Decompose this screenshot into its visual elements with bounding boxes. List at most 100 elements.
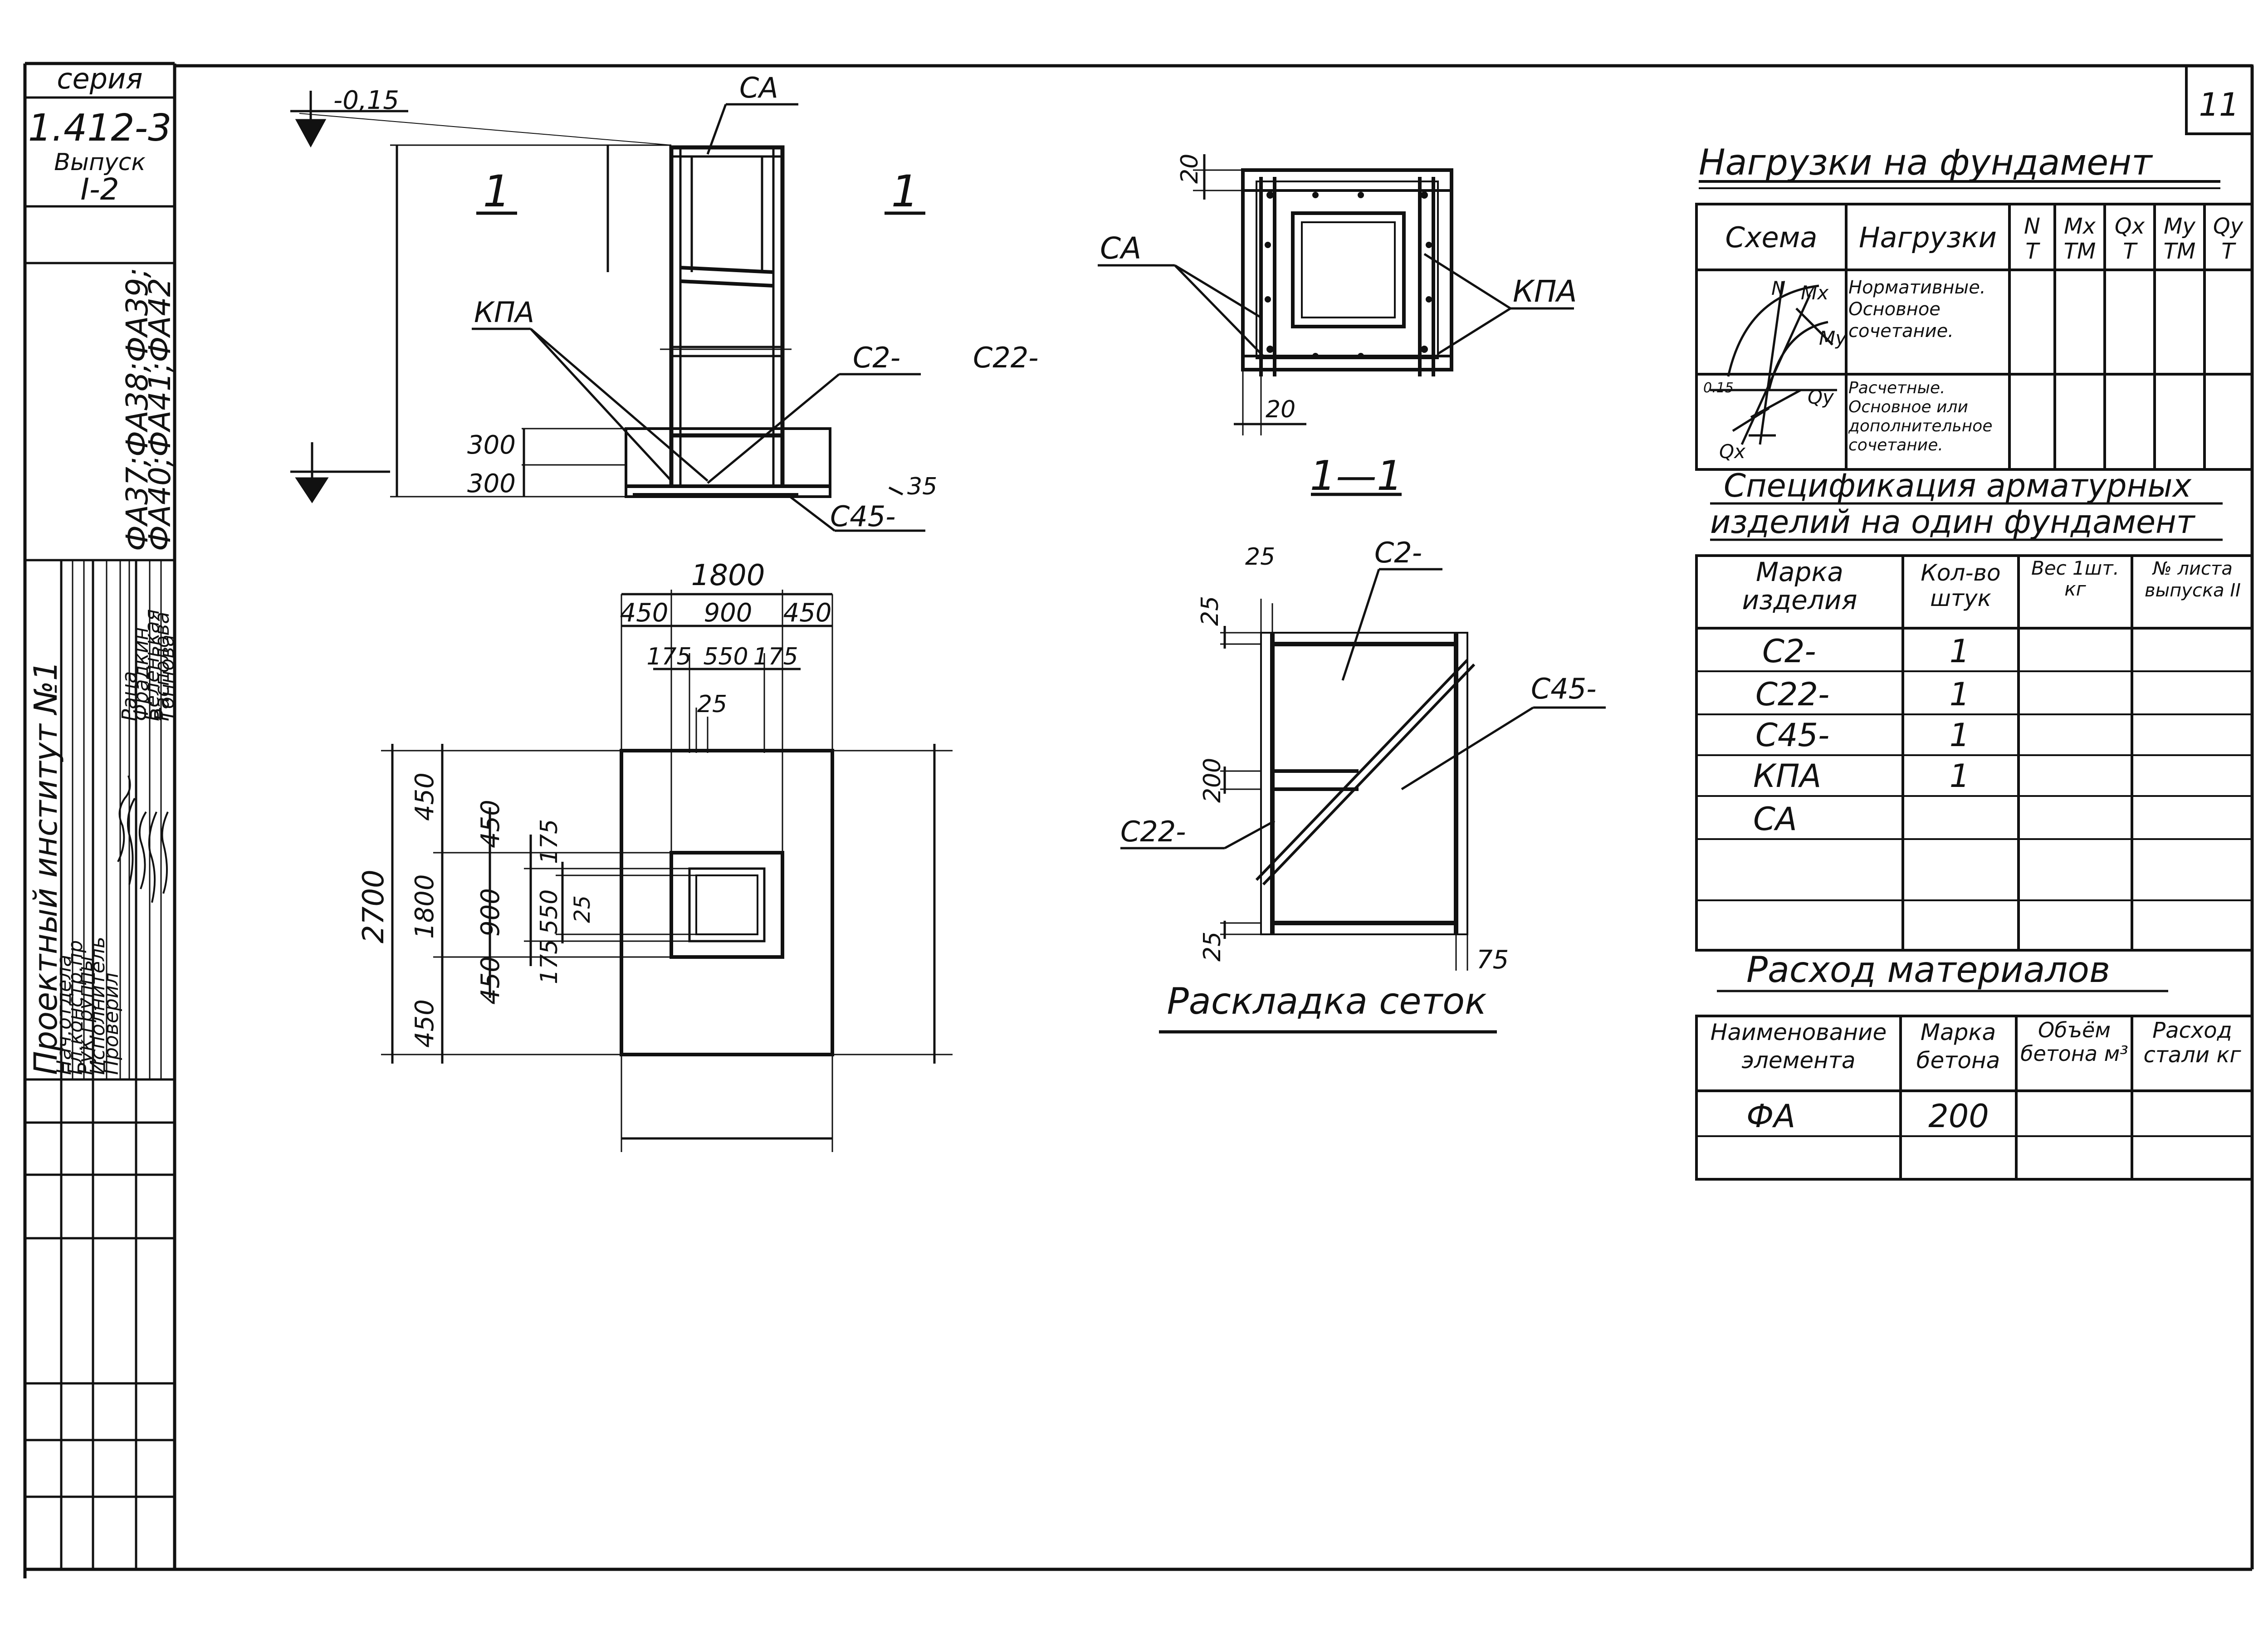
stamp-role: Рук.группы xyxy=(74,956,97,1075)
marks-line1: ФА37;ФА38;ФА39; xyxy=(120,268,155,551)
spec-header-sheet-cell: № листа выпуска II xyxy=(2145,558,2241,601)
stamp-name: Фрадкин xyxy=(130,627,153,721)
dim-1800-top: 1800 xyxy=(691,559,765,592)
dim-top2-550: 550 xyxy=(703,643,748,670)
spec-header-qty: Кол-во штук xyxy=(1921,560,2001,611)
spec-table: Спецификация арматурных изделий на один … xyxy=(1695,467,2253,952)
dim-300-top: 300 xyxy=(467,430,516,460)
dim-top2-175-right: 175 xyxy=(753,643,798,670)
mesh-layout-title: Раскладка сеток xyxy=(1167,980,1487,1022)
scheme-label-level: 0.15 xyxy=(1703,380,1734,396)
dim-200: 200 xyxy=(1199,758,1226,803)
loads-header-qx: Qx xyxy=(2115,214,2145,239)
scheme-label-mx: Mx xyxy=(1801,282,1829,304)
materials-header-name: Наименование элемента xyxy=(1710,1019,1887,1074)
spec-row-qty: 1 xyxy=(1950,717,1970,754)
sheet-number: 11 xyxy=(2199,86,2239,123)
cut-label-left: 1 xyxy=(483,166,510,217)
stamp-name: Располова xyxy=(151,612,174,721)
loads-row1: Нормативные. Основное сочетание. xyxy=(1848,277,1986,342)
materials-row-name: ФА xyxy=(1746,1098,1795,1135)
spec-row-mark: С45- xyxy=(1755,717,1829,754)
dim-top-450-right: 450 xyxy=(783,598,832,628)
dim-top-900: 900 xyxy=(704,598,753,628)
cut-label-right: 1 xyxy=(891,166,919,217)
spec-title-line1: Спецификация арматурных xyxy=(1724,467,2192,504)
materials-title: Расход материалов xyxy=(1746,950,2110,991)
scheme-label-n: N xyxy=(1771,277,1785,299)
loads-header-my-unit: ТМ xyxy=(2164,239,2196,264)
dim-20-bottom: 20 xyxy=(1266,396,1295,423)
label-c45-mesh: С45- xyxy=(1531,672,1597,705)
spec-row-mark: КПА xyxy=(1753,757,1821,795)
label-c2: С2- xyxy=(853,341,900,374)
scheme-label-qx: Qx xyxy=(1719,440,1746,463)
sheet-number-box: 11 xyxy=(2185,64,2253,135)
loads-header-qy: Qy xyxy=(2213,214,2244,239)
loads-header-units: N Т Mx ТМ Qx Т My ТМ Qy Т xyxy=(2024,214,2244,264)
mesh-layout: Раскладка сеток 25 25 200 25 75 С2- С45-… xyxy=(1120,536,1606,1034)
load-scheme xyxy=(1710,281,1837,445)
loads-header-mx-unit: ТМ xyxy=(2064,239,2096,264)
dim-left3-175-bottom: 175 xyxy=(536,939,563,984)
loads-header-mx: Mx xyxy=(2064,214,2096,239)
label-sa-11: СА xyxy=(1100,231,1141,266)
dim-left2-450-top: 450 xyxy=(476,800,505,848)
dim-left2-900: 900 xyxy=(476,888,505,937)
dim-25-side: 25 xyxy=(1197,596,1224,626)
section-1: 1 1 -0,15 СА КПА С2- С22- С45- 300 300 3… xyxy=(290,71,1039,533)
stamp-name: Раца xyxy=(118,671,141,721)
spec-title-line2: изделий на один фундамент xyxy=(1710,503,2196,541)
label-sa: СА xyxy=(739,71,778,104)
loads-table: Нагрузки на фундамент Схема Нагрузки N Т… xyxy=(1695,142,2253,471)
dim-75: 75 xyxy=(1476,945,1509,975)
dim-2700: 2700 xyxy=(357,869,391,943)
materials-header-grade: Марка бетона xyxy=(1916,1019,2000,1074)
materials-header-steel-cell: Расход стали кг xyxy=(2143,1018,2241,1067)
spec-row-mark: С2- xyxy=(1762,633,1816,670)
spec-row-qty: 1 xyxy=(1950,676,1970,713)
vypusk-label: Выпуск xyxy=(54,149,146,176)
vypusk-number: I-2 xyxy=(80,172,119,207)
label-c22-mesh: С22- xyxy=(1120,815,1186,848)
institute-name: Проектный институт №1 xyxy=(27,661,64,1075)
plan-view: 1800 450 900 450 175 550 175 25 2700 450… xyxy=(357,559,953,1152)
loads-row2: Расчетные. Основное или дополнительное с… xyxy=(1848,379,1993,454)
stamp-roles: Нач.отдела Гл.констр.пр Рук.группы Испол… xyxy=(53,937,123,1075)
spec-header-weight-cell: Вес 1шт. кг xyxy=(2031,558,2119,600)
dim-left-450-bottom: 450 xyxy=(410,999,440,1048)
spec-header-sheet: № листа выпуска II xyxy=(2145,558,2241,601)
dim-20-top: 20 xyxy=(1176,154,1203,184)
dim-top2-175-left: 175 xyxy=(646,643,691,670)
load-scheme-labels: N Mx My Qy Qx 0.15 xyxy=(1703,277,1847,463)
dim-left-450-top: 450 xyxy=(410,772,440,821)
loads-row2-cell: Расчетные. Основное или дополнительное с… xyxy=(1848,379,1993,454)
materials-row-grade: 200 xyxy=(1928,1098,1989,1135)
materials-header-volume-cell: Объём бетона м³ xyxy=(2020,1018,2128,1066)
dim-25-top: 25 xyxy=(697,691,727,718)
loads-row1-cell: Нормативные. Основное сочетание. xyxy=(1848,277,1986,342)
spec-rows: С2- 1 С22- 1 С45- 1 КПА 1 СА xyxy=(1753,633,1970,838)
loads-header-my: My xyxy=(2164,214,2195,239)
loads-header-scheme: Схема xyxy=(1725,221,1818,254)
materials-table: Расход материалов Наименование элемента … xyxy=(1695,950,2253,1181)
dim-35: 35 xyxy=(907,473,937,500)
stamp-names: Раца Фрадкин Беленькая Располова Тоннова xyxy=(118,609,179,721)
spec-row-qty: 1 xyxy=(1950,633,1970,670)
stamp-name: Тоннова xyxy=(156,635,179,721)
loads-header-n-unit: Т xyxy=(2025,239,2040,264)
section-1-1-title: 1—1 xyxy=(1310,452,1403,500)
marks-line2: ФА40;ФА41;ФА42 xyxy=(142,278,177,551)
spec-header-mark-cell: Марка изделия xyxy=(1742,558,1857,614)
stamp-name: Беленькая xyxy=(141,609,164,721)
spec-row-mark: С22- xyxy=(1755,676,1829,713)
dim-300-bottom: 300 xyxy=(467,469,516,498)
label-c2-mesh: С2- xyxy=(1374,536,1422,569)
dim-left3-550: 550 xyxy=(536,889,563,934)
dim-left3-175-top: 175 xyxy=(536,819,563,864)
scheme-label-qy: Qy xyxy=(1808,386,1834,408)
stamp-role: Гл.констр.пр xyxy=(64,940,87,1075)
label-c22: С22- xyxy=(973,341,1039,374)
left-stamp: серия 1.412-3 Выпуск I-2 ФА37;ФА38;ФА39;… xyxy=(25,62,179,1569)
materials-header-volume: Объём бетона м³ xyxy=(2020,1018,2128,1066)
